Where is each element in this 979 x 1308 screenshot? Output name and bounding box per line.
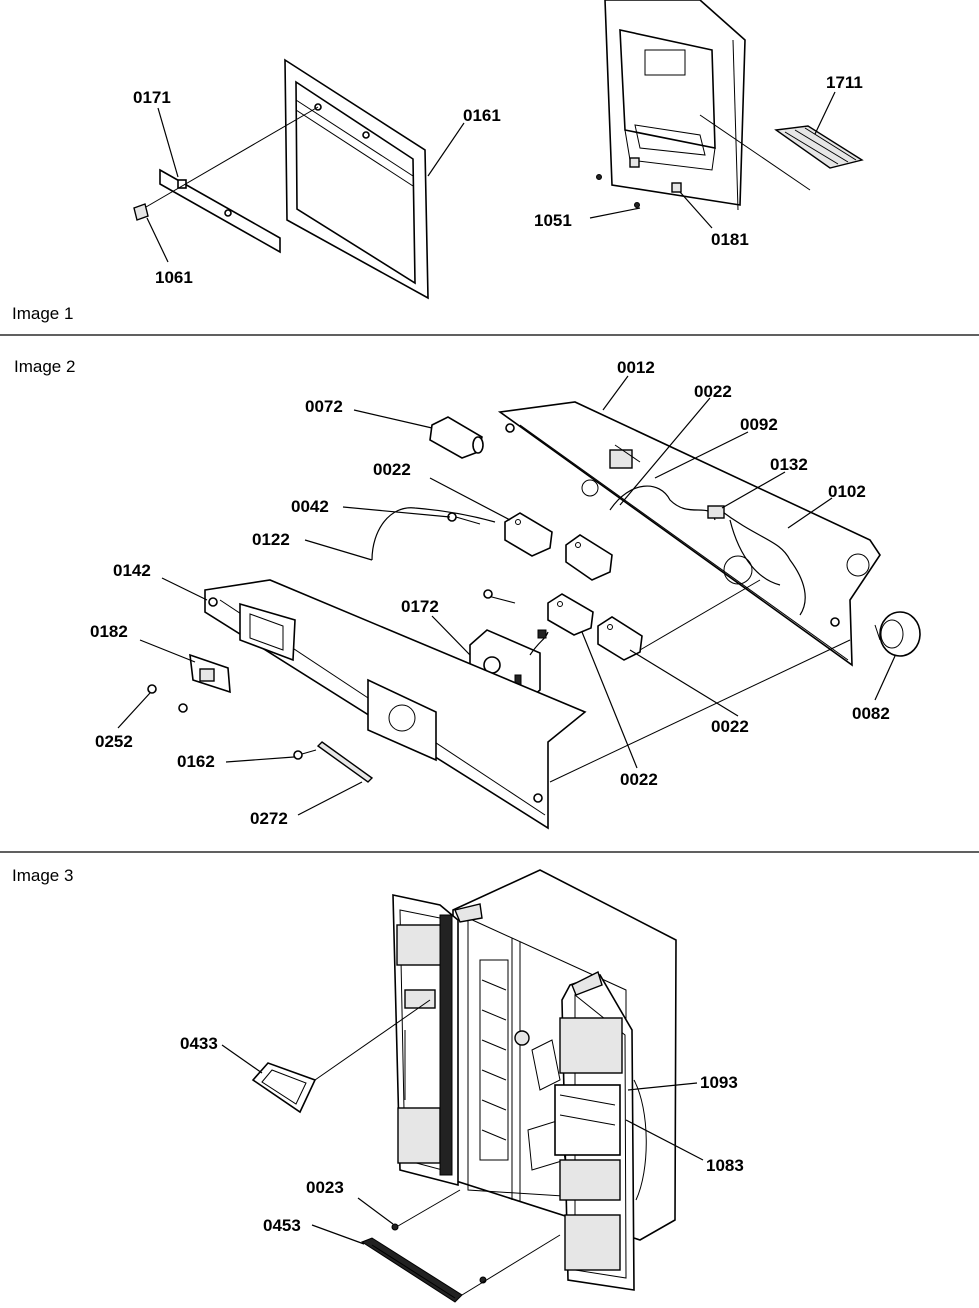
callout-0102: 0102 — [787, 482, 866, 529]
svg-text:0012: 0012 — [617, 358, 655, 377]
callout-0453: 0453 — [263, 1216, 365, 1245]
panel-title-2: Image 2 — [14, 357, 75, 376]
callout-0132: 0132 — [721, 455, 808, 509]
svg-text:0132: 0132 — [770, 455, 808, 474]
callout-0272: 0272 — [250, 781, 363, 828]
callout-0162: 0162 — [177, 752, 295, 771]
svg-text:0433: 0433 — [180, 1034, 218, 1053]
svg-text:1061: 1061 — [155, 268, 193, 287]
panel-image-1: Image 1 — [12, 0, 864, 323]
callout-0142: 0142 — [113, 561, 208, 601]
svg-text:0072: 0072 — [305, 397, 343, 416]
callout-1093: 1093 — [627, 1073, 738, 1092]
svg-text:0181: 0181 — [711, 230, 749, 249]
panel-image-2: Image 2 — [14, 357, 921, 830]
callout-0433: 0433 — [180, 1034, 263, 1074]
callout-0023: 0023 — [306, 1178, 394, 1225]
svg-text:0272: 0272 — [250, 809, 288, 828]
callout-0042: 0042 — [291, 497, 451, 518]
part-1711-grille — [774, 125, 864, 169]
svg-text:1051: 1051 — [534, 211, 572, 230]
callout-0022-top: 0022 — [619, 382, 732, 506]
callout-1711: 1711 — [814, 73, 863, 135]
svg-text:1093: 1093 — [700, 1073, 738, 1092]
part-0022-microswitch-d — [597, 616, 643, 661]
panel-title-3: Image 3 — [12, 866, 73, 885]
part-0132-connector — [707, 505, 725, 519]
dispenser-housing — [604, 0, 746, 211]
left-door — [392, 894, 483, 1187]
callout-0012: 0012 — [602, 358, 655, 411]
screw-small — [483, 589, 493, 599]
part-0272-rod — [316, 741, 374, 783]
part-0171-strip — [159, 168, 281, 254]
svg-text:1711: 1711 — [826, 73, 863, 92]
panel-image-3: Image 3 — [12, 866, 744, 1303]
part-0433-bin — [251, 1062, 317, 1114]
callout-0252: 0252 — [95, 692, 151, 751]
part-0252-screw — [147, 684, 188, 713]
part-1051-screws — [596, 174, 640, 208]
callout-0161: 0161 — [427, 106, 501, 177]
svg-text:0042: 0042 — [291, 497, 329, 516]
svg-text:0182: 0182 — [90, 622, 128, 641]
callout-0022-left: 0022 — [373, 460, 511, 521]
part-0122-wire — [371, 507, 496, 561]
callout-0072: 0072 — [305, 397, 433, 429]
svg-text:0022: 0022 — [373, 460, 411, 479]
panel-title-1: Image 1 — [12, 304, 73, 323]
part-0022-microswitch-b — [565, 534, 613, 581]
callout-0092: 0092 — [654, 415, 778, 479]
callout-1083: 1083 — [625, 1119, 744, 1175]
right-door — [554, 971, 647, 1291]
callout-0082: 0082 — [852, 655, 896, 723]
callout-0171: 0171 — [133, 88, 179, 178]
svg-text:1083: 1083 — [706, 1156, 744, 1175]
svg-text:0161: 0161 — [463, 106, 501, 125]
svg-text:0092: 0092 — [740, 415, 778, 434]
callout-0181: 0181 — [679, 191, 749, 249]
svg-text:0122: 0122 — [252, 530, 290, 549]
part-0022-microswitch-c — [547, 593, 594, 636]
svg-text:0023: 0023 — [306, 1178, 344, 1197]
part-0082-knob — [874, 611, 921, 657]
part-0181-clips — [629, 157, 682, 193]
callout-0122: 0122 — [252, 530, 373, 561]
callout-1051: 1051 — [534, 207, 641, 230]
callout-0022-mid-right: 0022 — [629, 649, 749, 736]
part-0092-wire — [609, 485, 716, 521]
svg-text:0453: 0453 — [263, 1216, 301, 1235]
svg-text:0022: 0022 — [620, 770, 658, 789]
part-0102-harness — [719, 509, 806, 616]
part-0142-bracket — [204, 579, 587, 830]
svg-text:0172: 0172 — [401, 597, 439, 616]
callout-0022-bottom: 0022 — [581, 631, 658, 789]
callout-0172: 0172 — [401, 597, 471, 656]
part-0023-screw — [391, 1223, 399, 1231]
svg-text:0252: 0252 — [95, 732, 133, 751]
callout-0182: 0182 — [90, 622, 196, 663]
part-0072-switch — [429, 416, 484, 459]
svg-text:0102: 0102 — [828, 482, 866, 501]
svg-text:0022: 0022 — [694, 382, 732, 401]
svg-text:0082: 0082 — [852, 704, 890, 723]
callout-1061: 1061 — [146, 217, 193, 287]
svg-text:0171: 0171 — [133, 88, 171, 107]
svg-text:0142: 0142 — [113, 561, 151, 580]
part-0162-screw — [293, 749, 317, 760]
svg-text:0162: 0162 — [177, 752, 215, 771]
part-0022-microswitch-a — [504, 512, 553, 557]
part-0182-housing — [189, 653, 231, 694]
part-1061-clip — [133, 203, 149, 221]
part-0161-frame — [284, 58, 429, 300]
svg-text:0022: 0022 — [711, 717, 749, 736]
part-0012-bracket — [497, 401, 881, 667]
